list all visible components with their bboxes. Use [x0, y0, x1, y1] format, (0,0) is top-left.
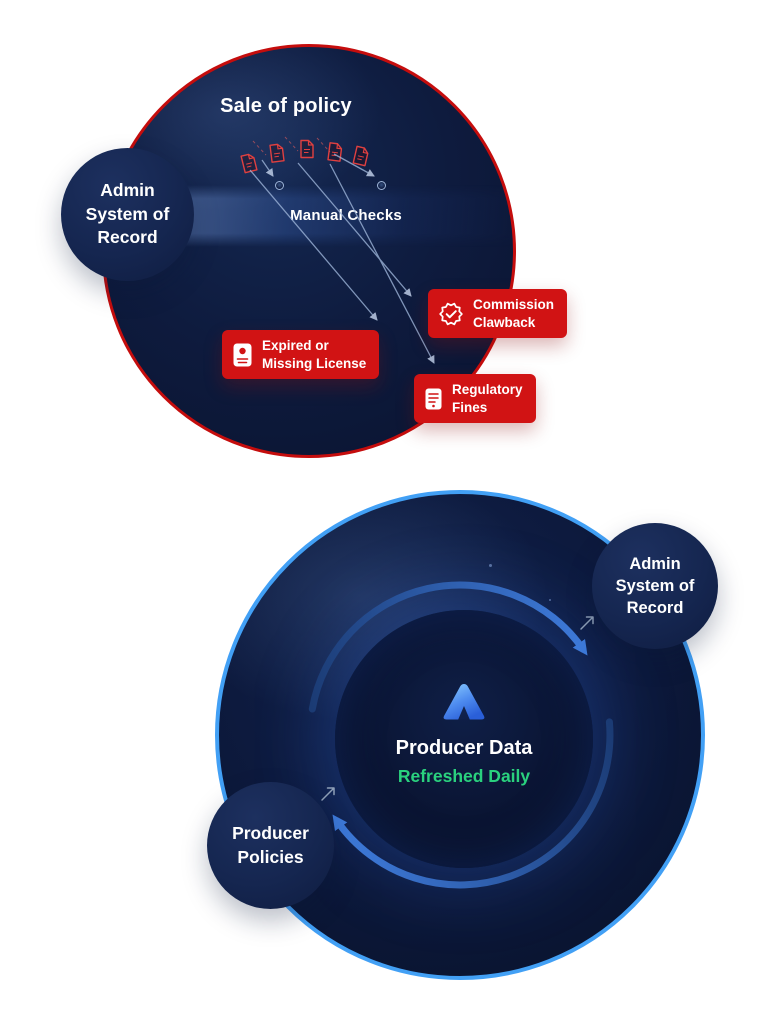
manual-checks-label: Manual Checks	[290, 207, 402, 224]
up-right-arrow-icon	[321, 787, 335, 801]
producer-data-core: Producer Data Refreshed Daily	[335, 610, 593, 868]
check-node-dot	[377, 181, 386, 190]
sale-of-policy-title: Sale of policy	[220, 95, 352, 117]
regulatory-fines-label: Regulatory Fines	[452, 382, 523, 415]
policy-document-icon	[327, 142, 343, 162]
license-card-icon	[233, 343, 252, 367]
agentsync-logo-icon	[443, 684, 485, 720]
commission-clawback-card: Commission Clawback	[428, 289, 568, 339]
seal-check-icon	[439, 302, 463, 325]
policy-document-icon	[300, 139, 314, 159]
regulatory-fines-card: Regulatory Fines	[414, 374, 536, 424]
badge-label: Admin System of Record	[85, 180, 170, 248]
policy-document-icon	[240, 152, 258, 174]
fine-document-icon	[425, 388, 442, 410]
policy-document-icon	[269, 143, 285, 163]
producer-data-title: Producer Data	[395, 737, 533, 759]
admin-system-of-record-badge: Admin System of Record	[61, 148, 194, 281]
commission-clawback-label: Commission Clawback	[473, 297, 555, 330]
refreshed-daily-subtitle: Refreshed Daily	[397, 766, 531, 786]
spark-dot	[424, 589, 426, 591]
spark-dot	[549, 599, 551, 601]
admin-system-of-record-badge-bottom: Admin System of Record	[592, 523, 718, 649]
policy-document-icon	[352, 145, 370, 167]
producer-policies-badge: Producer Policies	[207, 782, 334, 909]
spark-dot	[489, 564, 492, 567]
expired-license-label: Expired or Missing License	[262, 338, 367, 371]
expired-license-card: Expired or Missing License	[222, 330, 380, 380]
up-right-arrow-icon	[580, 616, 594, 630]
check-node-dot	[275, 181, 284, 190]
badge-label: Admin System of Record	[615, 554, 695, 618]
badge-label: Producer Policies	[232, 822, 309, 867]
